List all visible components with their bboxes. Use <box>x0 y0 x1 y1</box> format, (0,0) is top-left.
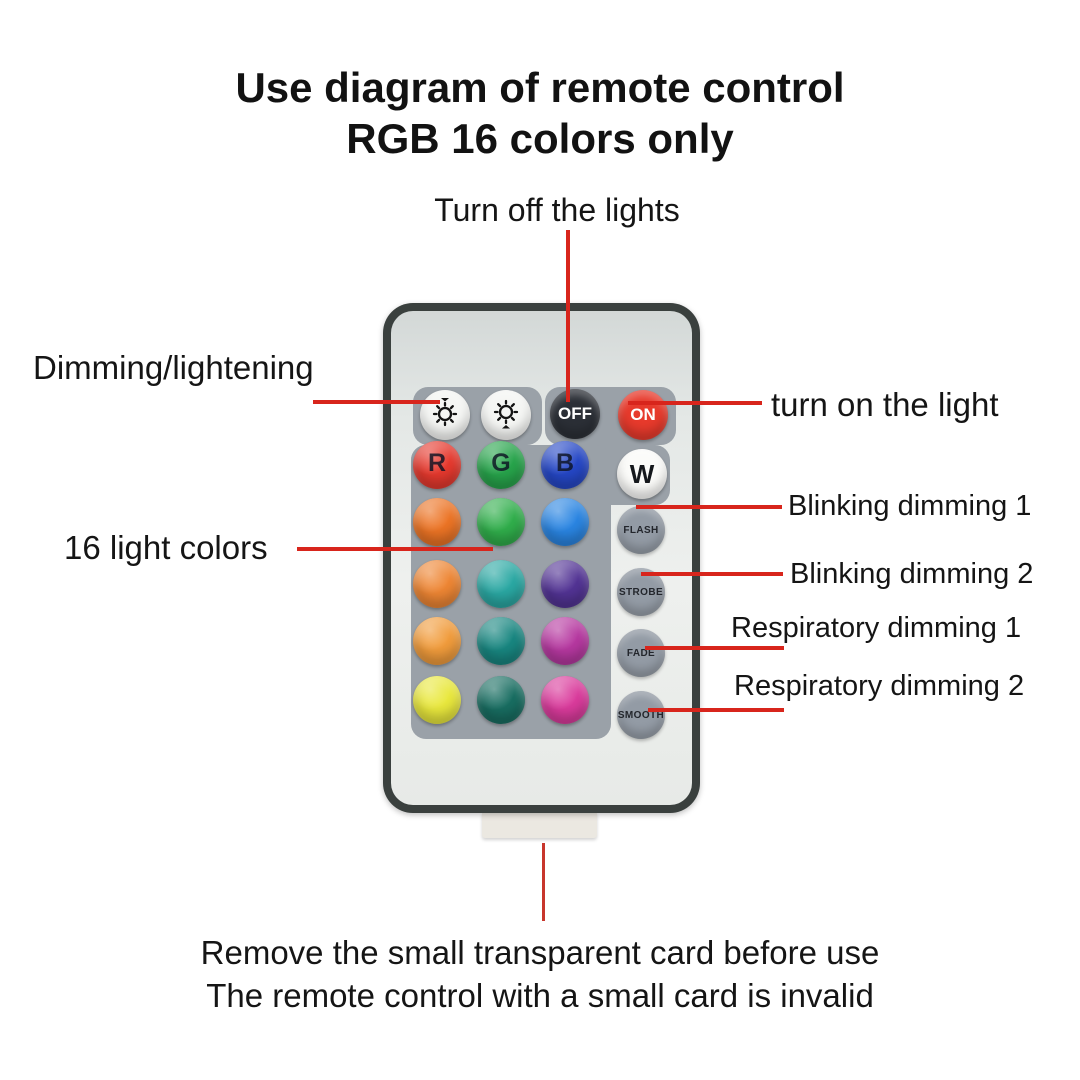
color-button-r5c1[interactable] <box>413 676 461 724</box>
pointer-line-16-colors <box>297 547 493 551</box>
fade-button[interactable]: FADE <box>617 629 665 677</box>
color-button-white[interactable]: W <box>617 449 667 499</box>
color-button-r3c1[interactable] <box>413 560 461 608</box>
footer-line-1: Remove the small transparent card before… <box>200 934 880 971</box>
color-button-r4c1[interactable] <box>413 617 461 665</box>
title-line-2: RGB 16 colors only <box>346 115 734 162</box>
pointer-line-off <box>566 230 570 402</box>
label-16-colors: 16 light colors <box>64 529 268 566</box>
pointer-line-smooth <box>648 708 784 712</box>
page-title: Use diagram of remote control RGB 16 col… <box>0 62 1080 164</box>
label-blinking-1: Blinking dimming 1 <box>788 490 1032 522</box>
smooth-button-label: SMOOTH <box>617 709 665 721</box>
color-button-r4c3[interactable] <box>541 617 589 665</box>
strobe-button-label: STROBE <box>618 586 664 598</box>
color-button-r2c3[interactable] <box>541 498 589 546</box>
brightness-up-icon <box>488 395 524 436</box>
title-line-1: Use diagram of remote control <box>235 64 845 111</box>
on-button-label: ON <box>630 405 656 424</box>
color-letter-g: G <box>491 448 511 477</box>
pointer-line-on <box>628 401 762 405</box>
brightness-down-icon <box>427 395 463 436</box>
color-button-r2c2[interactable] <box>477 498 525 546</box>
color-button-r4c2[interactable] <box>477 617 525 665</box>
label-respiratory-2: Respiratory dimming 2 <box>734 670 1025 702</box>
color-letter-r: R <box>427 448 447 477</box>
off-button-label: OFF <box>558 404 592 423</box>
flash-button[interactable]: FLASH <box>617 506 665 554</box>
remote-face: OFF ON W FLASH STROBE FADE SMOOTH R G B <box>391 311 692 805</box>
on-button[interactable]: ON <box>618 390 668 440</box>
pointer-line-strobe <box>641 572 783 576</box>
label-respiratory-1: Respiratory dimming 1 <box>731 612 1022 644</box>
color-button-r5c3[interactable] <box>541 676 589 724</box>
transparent-pull-tab <box>482 811 597 838</box>
color-button-blue[interactable]: B <box>541 441 589 489</box>
label-dimming: Dimming/lightening <box>33 349 314 386</box>
remote-control: OFF ON W FLASH STROBE FADE SMOOTH R G B <box>383 303 700 813</box>
color-button-green[interactable]: G <box>477 441 525 489</box>
label-turn-off: Turn off the lights <box>434 192 680 228</box>
pointer-line-card <box>542 843 545 921</box>
strobe-button[interactable]: STROBE <box>617 568 665 616</box>
label-blinking-2: Blinking dimming 2 <box>790 558 1034 590</box>
fade-button-label: FADE <box>626 647 656 659</box>
label-turn-on: turn on the light <box>771 386 999 423</box>
flash-button-label: FLASH <box>623 524 659 536</box>
color-button-r5c2[interactable] <box>477 676 525 724</box>
color-button-r2c1[interactable] <box>413 498 461 546</box>
brightness-up-button[interactable] <box>481 390 531 440</box>
color-letter-b: B <box>555 448 575 477</box>
color-button-red[interactable]: R <box>413 441 461 489</box>
color-button-r3c3[interactable] <box>541 560 589 608</box>
color-button-r3c2[interactable] <box>477 560 525 608</box>
pointer-line-dimming <box>313 400 440 404</box>
smooth-button[interactable]: SMOOTH <box>617 691 665 739</box>
pointer-line-flash <box>636 505 782 509</box>
off-button[interactable]: OFF <box>550 389 600 439</box>
footer-line-2: The remote control with a small card is … <box>206 977 874 1014</box>
w-button-label: W <box>629 458 655 489</box>
pointer-line-fade <box>645 646 784 650</box>
brightness-down-button[interactable] <box>420 390 470 440</box>
